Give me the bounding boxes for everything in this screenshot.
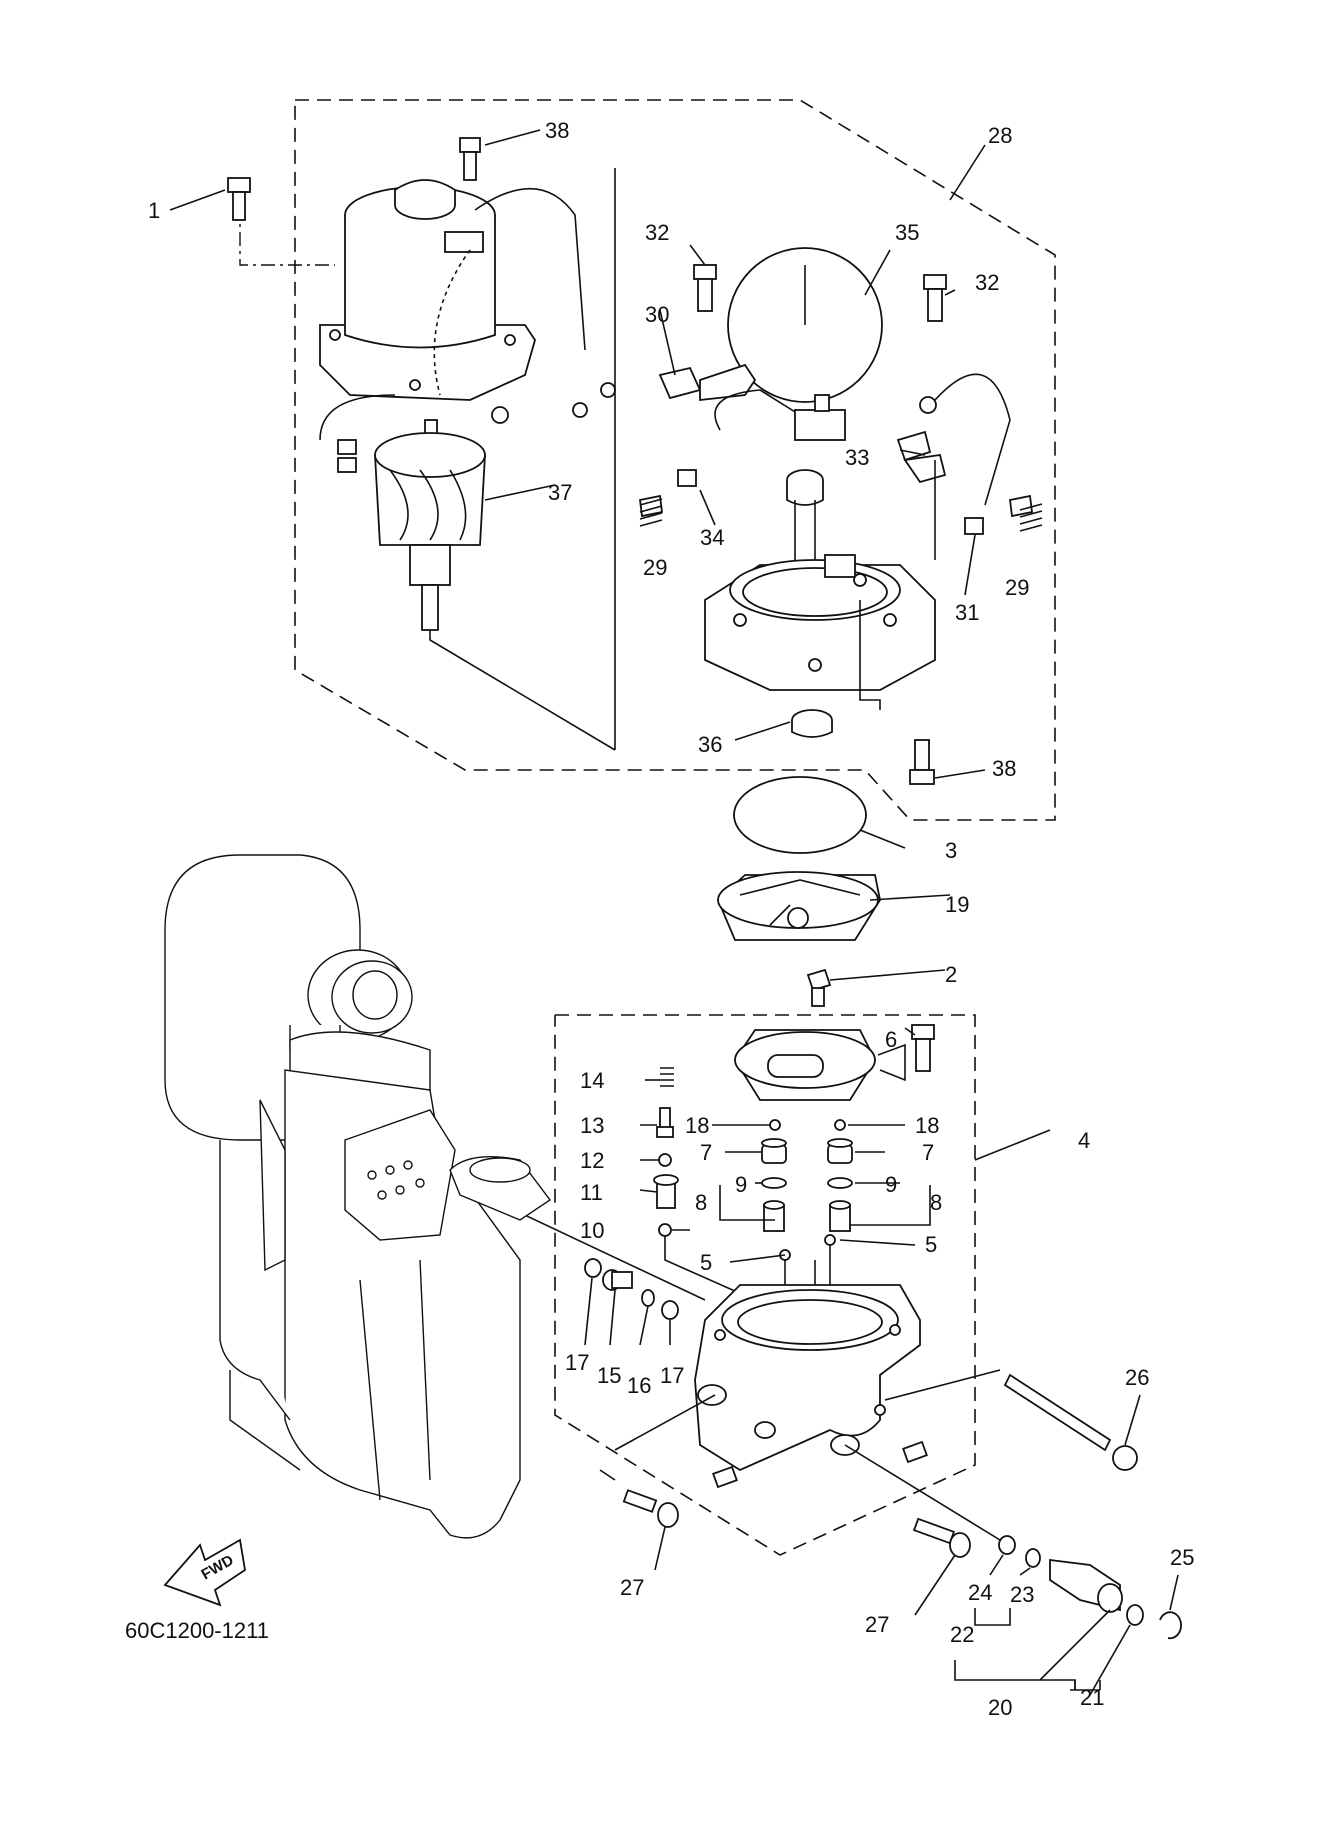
callout-7-left: 7 bbox=[700, 1140, 712, 1165]
callout-4: 4 bbox=[1078, 1128, 1090, 1153]
callout-32-left: 32 bbox=[645, 220, 669, 245]
callout-35: 35 bbox=[895, 220, 919, 245]
callout-19: 19 bbox=[945, 892, 969, 917]
callout-2: 2 bbox=[945, 962, 957, 987]
valve-seat-11 bbox=[653, 1174, 679, 1209]
callout-16: 16 bbox=[627, 1373, 651, 1398]
fwd-arrow-icon: FWD bbox=[163, 1538, 246, 1607]
valve-7-right bbox=[827, 1138, 853, 1164]
callout-26: 26 bbox=[1125, 1365, 1149, 1390]
motor-end-housing bbox=[704, 554, 936, 691]
screw-38-bottom bbox=[909, 739, 935, 785]
shaft-2 bbox=[806, 968, 832, 1007]
ball-12 bbox=[658, 1153, 672, 1167]
callout-8-left: 8 bbox=[695, 1190, 707, 1215]
callout-3: 3 bbox=[945, 838, 957, 863]
pin-13 bbox=[656, 1107, 674, 1138]
callout-labels: 1 38 28 32 35 32 30 37 33 34 29 29 31 36… bbox=[148, 118, 1194, 1720]
valve-7-left bbox=[761, 1138, 787, 1164]
seal-17-right bbox=[661, 1300, 679, 1320]
brush-holder-30 bbox=[658, 363, 757, 402]
callout-17-right: 17 bbox=[660, 1363, 684, 1388]
callout-8-right: 8 bbox=[930, 1190, 942, 1215]
bolt-27-left bbox=[622, 1489, 679, 1528]
screw-38-top bbox=[459, 137, 481, 181]
ball-10 bbox=[658, 1223, 672, 1237]
callout-29-right: 29 bbox=[1005, 575, 1029, 600]
callout-13: 13 bbox=[580, 1113, 604, 1138]
callout-5-right: 5 bbox=[925, 1232, 937, 1257]
callout-15: 15 bbox=[597, 1363, 621, 1388]
callout-21: 21 bbox=[1080, 1685, 1104, 1710]
callout-17-left: 17 bbox=[565, 1350, 589, 1375]
callout-9-right: 9 bbox=[885, 1172, 897, 1197]
bolt-26 bbox=[1003, 1373, 1138, 1471]
motor-assembly-boundary bbox=[294, 99, 1056, 821]
seal-24 bbox=[998, 1535, 1016, 1555]
callout-10: 10 bbox=[580, 1218, 604, 1243]
callout-38-bottom: 38 bbox=[992, 756, 1016, 781]
callout-18-right: 18 bbox=[915, 1113, 939, 1138]
callout-11: 11 bbox=[580, 1180, 603, 1205]
valve-plate bbox=[733, 1029, 877, 1101]
o-ring-23 bbox=[1025, 1548, 1041, 1568]
piston-8-right bbox=[829, 1200, 851, 1232]
screw-1 bbox=[227, 177, 251, 221]
seal-17-left bbox=[584, 1258, 602, 1278]
callout-33: 33 bbox=[845, 445, 869, 470]
pump-body bbox=[694, 1284, 921, 1472]
callout-38-top: 38 bbox=[545, 118, 569, 143]
spring-29-left bbox=[639, 498, 663, 527]
circlip-25 bbox=[1159, 1611, 1182, 1640]
callout-23: 23 bbox=[1010, 1582, 1034, 1607]
screw-32-right bbox=[923, 274, 947, 322]
callout-36: 36 bbox=[698, 732, 722, 757]
callout-34: 34 bbox=[700, 525, 724, 550]
bolt-27-right bbox=[912, 1517, 971, 1558]
callout-24: 24 bbox=[968, 1580, 992, 1605]
callout-7-right: 7 bbox=[922, 1140, 934, 1165]
callout-31: 31 bbox=[955, 600, 979, 625]
callout-14: 14 bbox=[580, 1068, 604, 1093]
plug-15 bbox=[602, 1269, 633, 1291]
motor-yoke bbox=[319, 179, 616, 473]
spring-29-right bbox=[1019, 503, 1043, 532]
callout-25: 25 bbox=[1170, 1545, 1194, 1570]
o-ring-16 bbox=[641, 1289, 655, 1307]
callout-27-left: 27 bbox=[620, 1575, 644, 1600]
o-ring-35 bbox=[727, 247, 883, 403]
manual-valve-20 bbox=[1049, 1558, 1123, 1613]
callout-30: 30 bbox=[645, 302, 669, 327]
screw-6 bbox=[911, 1024, 935, 1072]
callout-12: 12 bbox=[580, 1148, 604, 1173]
leader-lines bbox=[169, 129, 1179, 1696]
brush-holder-33 bbox=[896, 430, 947, 484]
piston-8-left bbox=[763, 1200, 785, 1232]
armature bbox=[374, 419, 486, 631]
callout-28: 28 bbox=[988, 123, 1012, 148]
spring-14 bbox=[660, 1067, 674, 1087]
callout-29-left: 29 bbox=[643, 555, 667, 580]
o-ring-21 bbox=[1126, 1604, 1144, 1626]
callout-9-left: 9 bbox=[735, 1172, 747, 1197]
callout-32-right: 32 bbox=[975, 270, 999, 295]
o-ring-3 bbox=[733, 776, 867, 854]
diagram-part-number: 60C1200-1211 bbox=[125, 1618, 269, 1643]
callout-22: 22 bbox=[950, 1622, 974, 1647]
callout-5-left: 5 bbox=[700, 1250, 712, 1275]
callout-6: 6 bbox=[885, 1027, 897, 1052]
tilt-cylinder-ghost bbox=[164, 854, 552, 1539]
callout-1: 1 bbox=[148, 198, 160, 223]
callout-20: 20 bbox=[988, 1695, 1012, 1720]
callout-18-left: 18 bbox=[685, 1113, 709, 1138]
callout-27-right: 27 bbox=[865, 1612, 889, 1637]
callout-37: 37 bbox=[548, 480, 572, 505]
screw-32-left bbox=[693, 264, 717, 312]
gear-pump-19 bbox=[716, 871, 881, 941]
bearing-34 bbox=[786, 469, 824, 506]
valve-body-boundary bbox=[554, 1014, 976, 1556]
seal-36 bbox=[791, 709, 833, 738]
